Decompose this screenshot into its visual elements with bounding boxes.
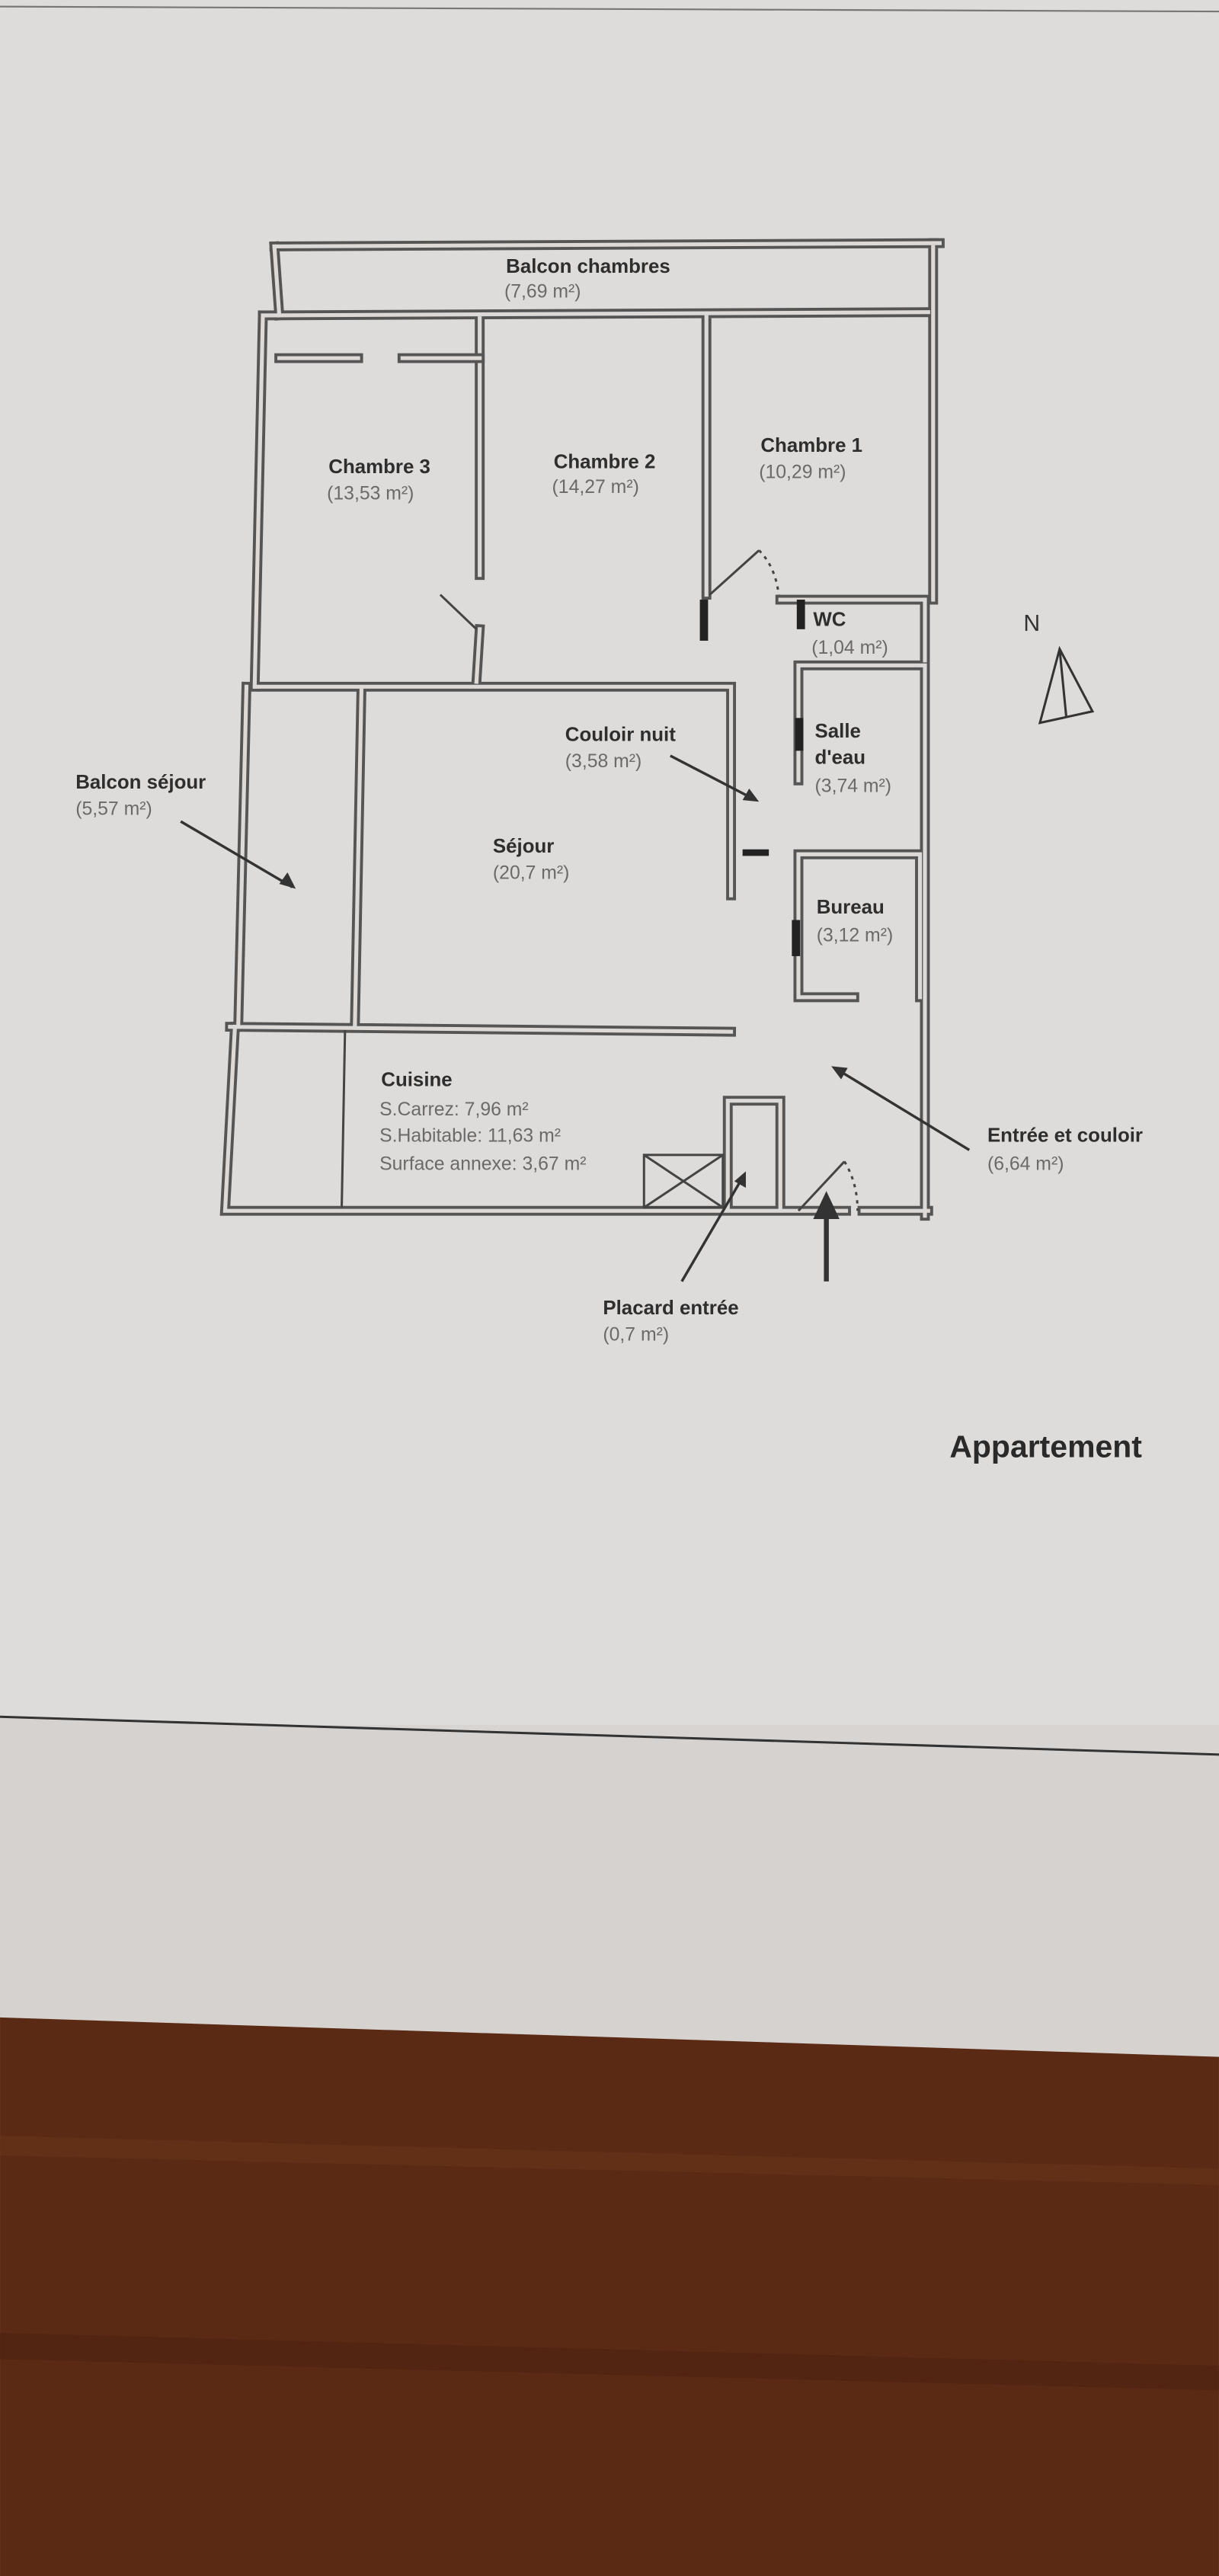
wood-grain bbox=[0, 2136, 1219, 2185]
cuisine-carrez: S.Carrez: 7,96 m² bbox=[379, 1099, 529, 1120]
north-label: N bbox=[1023, 611, 1040, 636]
room-name-wc: WC bbox=[813, 610, 846, 631]
room-area-chambre-2: (14,27 m²) bbox=[552, 477, 639, 498]
room-name-chambre-2: Chambre 2 bbox=[554, 452, 656, 473]
room-area-salle-deau: (3,74 m²) bbox=[815, 776, 892, 796]
room-name-cuisine: Cuisine bbox=[381, 1069, 452, 1090]
sheet-edge bbox=[0, 1715, 1219, 1756]
room-name-salle-deau-2: d'eau bbox=[815, 747, 866, 769]
room-area-couloir-nuit: (3,58 m²) bbox=[565, 751, 642, 772]
paper-top-edge bbox=[0, 5, 1219, 13]
room-area-wc: (1,04 m²) bbox=[811, 638, 888, 658]
cuisine-annexe: Surface annexe: 3,67 m² bbox=[379, 1154, 586, 1174]
room-area-placard: (0,7 m²) bbox=[603, 1325, 669, 1346]
room-area-sejour: (20,7 m²) bbox=[493, 863, 570, 884]
cuisine-habitable: S.Habitable: 11,63 m² bbox=[379, 1126, 561, 1147]
room-name-salle-deau-1: Salle bbox=[815, 721, 861, 742]
room-name-chambre-1: Chambre 1 bbox=[760, 435, 862, 456]
room-name-bureau: Bureau bbox=[817, 897, 885, 918]
wood-table bbox=[0, 2017, 1219, 2576]
room-area-bureau: (3,12 m²) bbox=[817, 926, 894, 946]
room-area-entree: (6,64 m²) bbox=[987, 1154, 1064, 1174]
paper-sheet bbox=[0, 0, 1219, 1725]
room-name-couloir-nuit: Couloir nuit bbox=[565, 724, 676, 745]
second-sheet bbox=[0, 1717, 1219, 2057]
room-area-balcon-sejour: (5,57 m²) bbox=[75, 799, 152, 820]
room-name-sejour: Séjour bbox=[493, 836, 554, 857]
room-name-placard: Placard entrée bbox=[603, 1298, 738, 1319]
north-arrow-icon bbox=[1038, 645, 1095, 725]
leader-arrows bbox=[180, 754, 971, 1282]
room-area-chambre-1: (10,29 m²) bbox=[759, 462, 846, 482]
wood-grain bbox=[0, 2332, 1219, 2391]
room-name-entree: Entrée et couloir bbox=[987, 1125, 1143, 1147]
plan-title: Appartement bbox=[949, 1429, 1142, 1464]
room-name-chambre-3: Chambre 3 bbox=[328, 456, 430, 478]
room-area-balcon-chambres: (7,69 m²) bbox=[504, 281, 581, 302]
room-name-balcon-sejour: Balcon séjour bbox=[75, 772, 206, 793]
room-area-chambre-3: (13,53 m²) bbox=[327, 484, 414, 504]
room-name-balcon-chambres: Balcon chambres bbox=[506, 256, 670, 277]
